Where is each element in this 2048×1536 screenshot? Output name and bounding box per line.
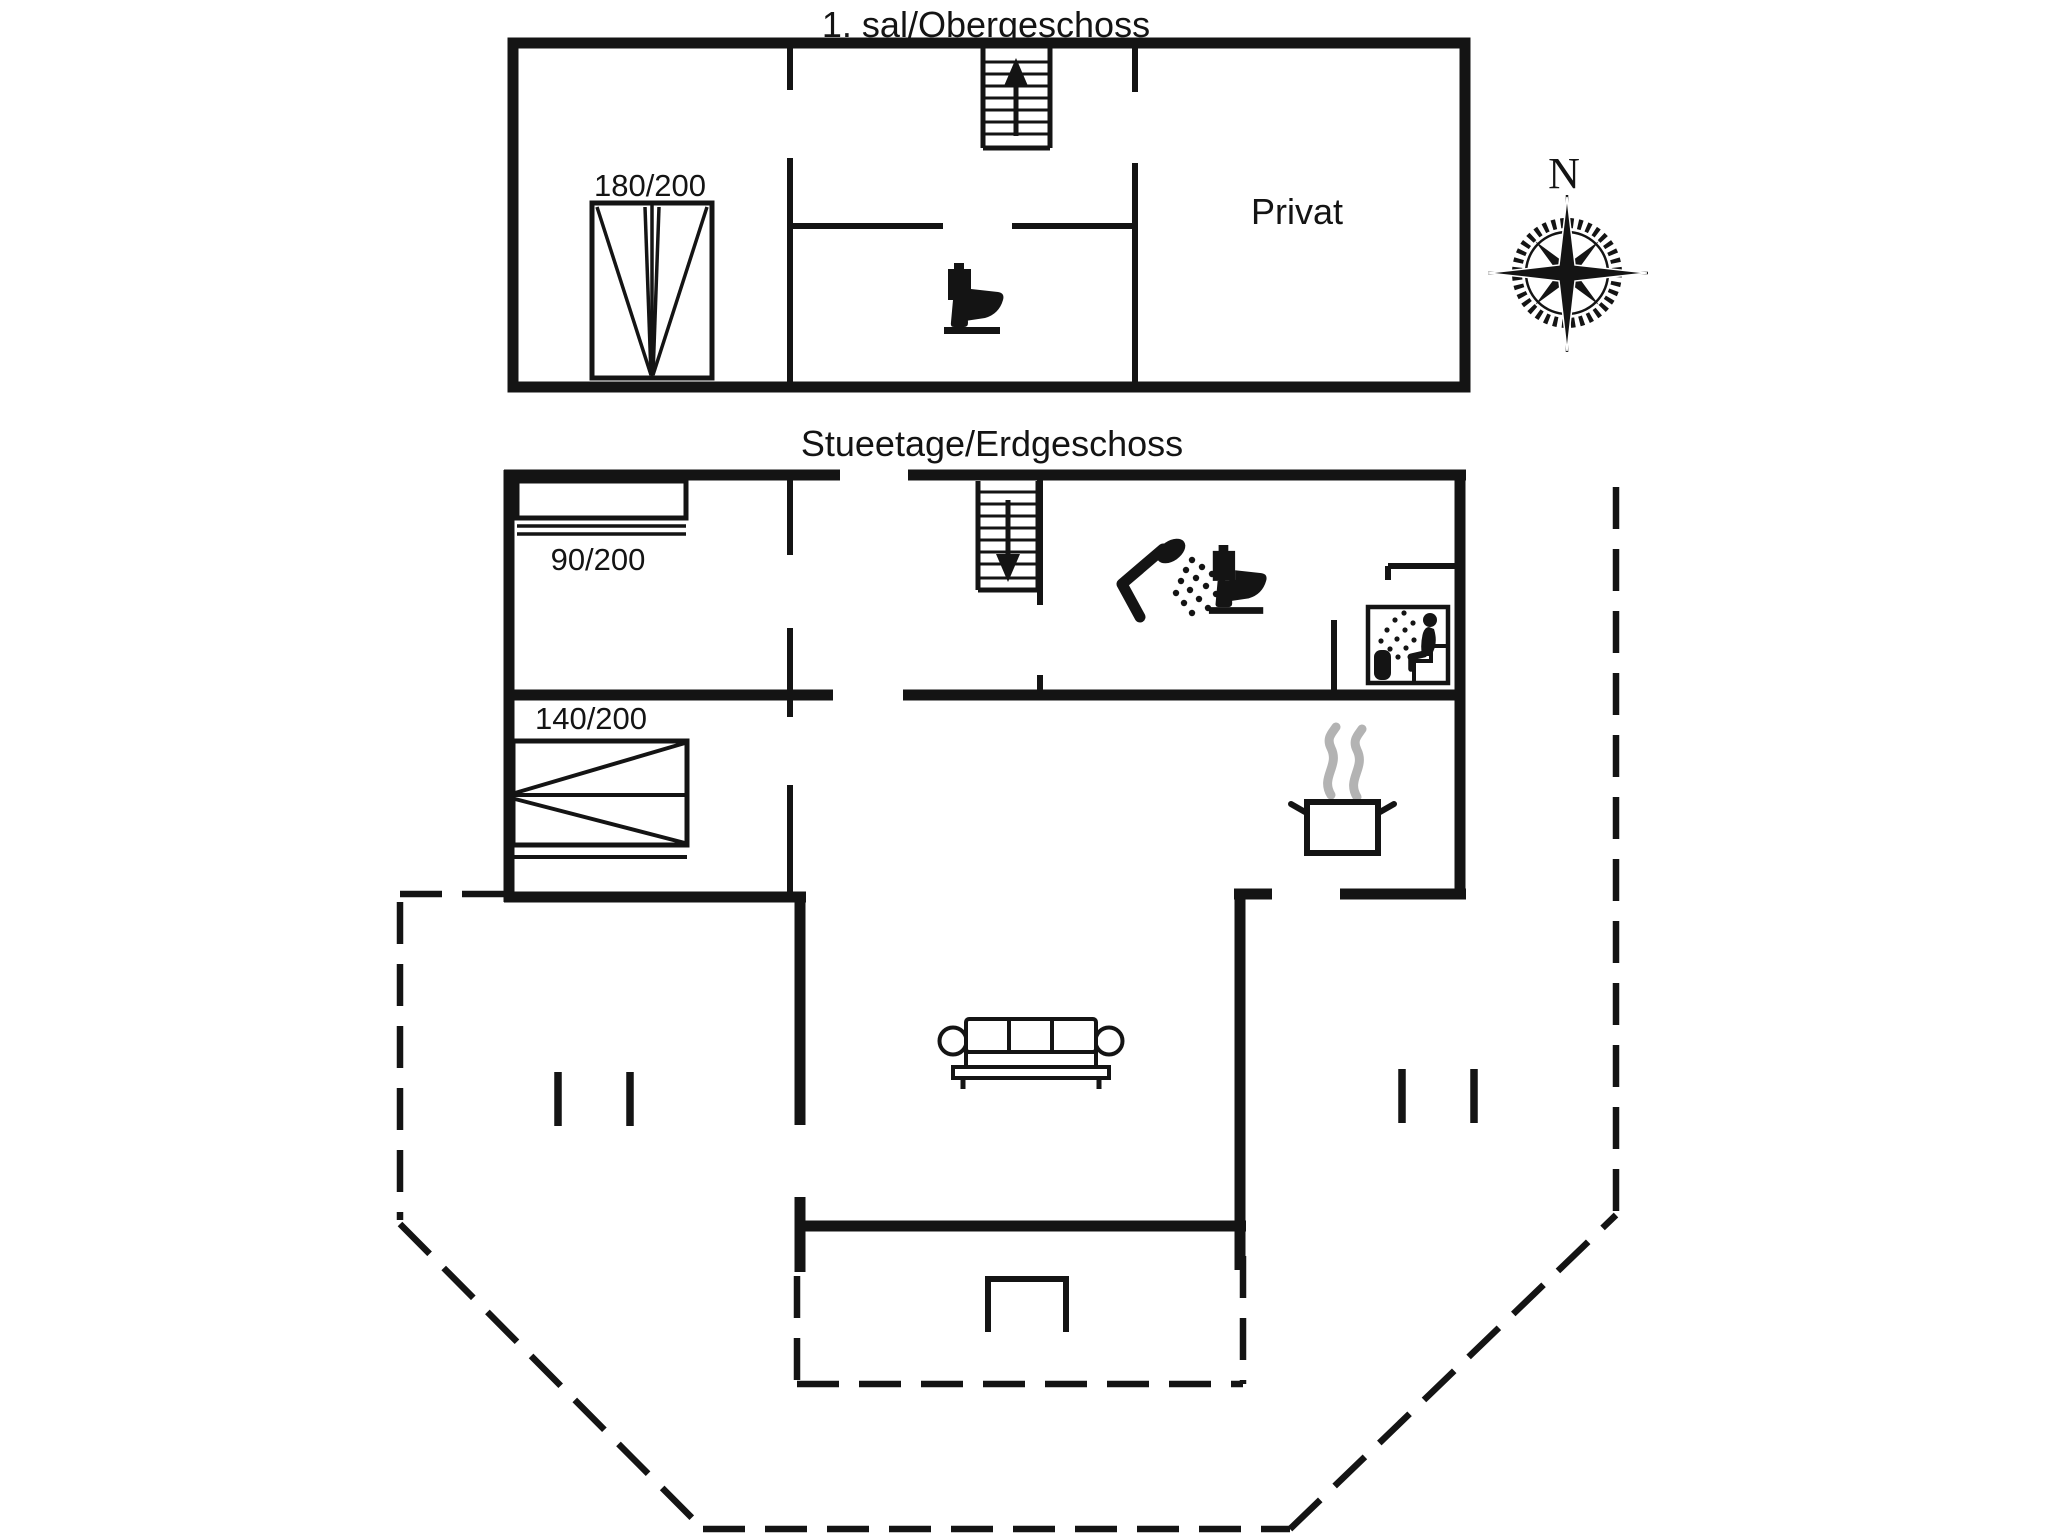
double-bed-140-icon [510, 738, 690, 859]
ground-floor-title: Stueetage/Erdgeschoss [801, 423, 1183, 464]
covered-terrace-dashed-room [793, 1256, 1247, 1389]
upper-floor-plan: 1. sal/Obergeschoss [507, 4, 1471, 393]
dining-table-icon [985, 1276, 1069, 1332]
shower-icon [1116, 538, 1235, 623]
toilet-icon-ground [1208, 545, 1267, 614]
compass-main-star [1487, 196, 1648, 352]
pot-steam [1323, 722, 1341, 800]
sauna-stove [1374, 650, 1391, 680]
sauna-bench [1412, 644, 1448, 683]
upper-bed-size-label: 180/200 [594, 168, 706, 203]
terrace-dashed-outline [396, 472, 1620, 1533]
ground-floor-plan: Stueetage/Erdgeschoss [396, 423, 1620, 1533]
double-bed-180-icon [589, 200, 715, 381]
sauna-steam-dots [1378, 610, 1417, 660]
ground-bed-small-label: 90/200 [551, 542, 646, 577]
sauna-person-body [1421, 627, 1436, 656]
upper-floor-interior-walls [787, 48, 1138, 382]
sauna-icon [1365, 604, 1451, 686]
compass-north-label: N [1548, 149, 1580, 198]
stairs-up-arrow-head [1004, 58, 1028, 86]
sofa-icon [937, 1017, 1125, 1089]
pot-steam [1349, 724, 1367, 802]
sauna-person-head [1423, 613, 1437, 627]
private-room-label: Privat [1251, 191, 1343, 232]
ground-floor-outer-walls [503, 469, 1466, 1272]
terrace-post-marks [554, 1069, 1478, 1126]
ground-bed-double-label: 140/200 [535, 701, 647, 736]
staircase-up-icon [980, 48, 1053, 151]
toilet-icon-upper [944, 263, 1004, 334]
cooking-pot-icon [1288, 722, 1397, 856]
compass-rose-icon: N [1487, 149, 1648, 352]
single-bed-90-icon [514, 478, 689, 536]
stairs-down-arrow-head [996, 554, 1020, 582]
staircase-down-icon [975, 481, 1041, 593]
upper-floor-outer-walls [507, 37, 1471, 393]
